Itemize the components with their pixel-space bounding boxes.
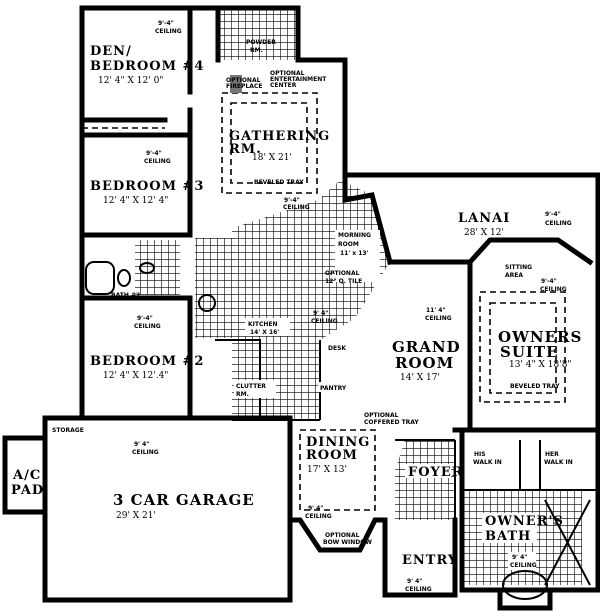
sink-icon — [139, 262, 155, 274]
svg-text:PANTRY: PANTRY — [320, 385, 347, 392]
svg-text:CEILING: CEILING — [311, 318, 338, 325]
svg-text:9' 4": 9' 4" — [407, 578, 422, 585]
svg-text:BATH: BATH — [485, 529, 531, 544]
svg-text:DESK: DESK — [328, 345, 346, 352]
svg-text:OPTIONAL: OPTIONAL — [325, 532, 360, 539]
svg-text:11' x 13': 11' x 13' — [340, 250, 369, 257]
svg-text:CEILING: CEILING — [510, 562, 537, 569]
cooktop-icon — [198, 294, 216, 312]
svg-text:12' 4" X 12'.4": 12' 4" X 12'.4" — [103, 371, 168, 381]
svg-text:CEILING: CEILING — [425, 315, 452, 322]
svg-text:11' 4": 11' 4" — [426, 307, 446, 314]
svg-text:29' X 21': 29' X 21' — [116, 511, 156, 521]
svg-text:9' 4": 9' 4" — [134, 441, 149, 448]
svg-text:14' X 17': 14' X 17' — [400, 373, 440, 383]
svg-text:9' 4": 9' 4" — [308, 505, 323, 512]
foyer-name: FOYER — [408, 465, 464, 480]
gathering-name: GATHERING — [229, 129, 330, 144]
svg-text:BOW WINDOW: BOW WINDOW — [323, 539, 372, 546]
svg-text:CEILING: CEILING — [545, 220, 572, 227]
owners-bath-name: OWNER'S — [485, 514, 564, 529]
svg-text:28' X 12': 28' X 12' — [464, 228, 504, 238]
ac-pad-label: A/C — [12, 468, 41, 483]
svg-text:9'-4": 9'-4" — [545, 211, 561, 218]
bedroom3-name: BEDROOM #3 — [90, 179, 204, 194]
owners-suite-name: OWNERS — [498, 328, 582, 346]
svg-text:WALK IN: WALK IN — [544, 459, 573, 466]
lanai-name: LANAI — [458, 211, 510, 226]
svg-text:18' X 21': 18' X 21' — [252, 153, 292, 163]
svg-text:13' 4" X 18'8": 13' 4" X 18'8" — [509, 360, 572, 370]
svg-text:CEILING: CEILING — [144, 158, 171, 165]
bath2-name: BATH #2 — [111, 292, 140, 299]
svg-text:OPTIONAL: OPTIONAL — [364, 412, 399, 419]
svg-text:COFFERED TRAY: COFFERED TRAY — [364, 419, 419, 426]
svg-text:PAD: PAD — [11, 483, 44, 498]
svg-text:SITTING: SITTING — [505, 264, 532, 271]
kitchen-name: KITCHEN — [248, 321, 278, 328]
svg-text:CENTER: CENTER — [270, 82, 297, 89]
svg-text:17' X 13': 17' X 13' — [307, 465, 347, 475]
room-labels: 9'-4" CEILING DEN/ BEDROOM #4 12' 4" X 1… — [11, 20, 582, 593]
powder-name: POWDER — [246, 39, 276, 46]
svg-text:9'-4": 9'-4" — [284, 197, 300, 204]
svg-text:AREA: AREA — [505, 272, 523, 279]
fixtures — [85, 75, 591, 600]
svg-text:12' 4" X 12' 4": 12' 4" X 12' 4" — [103, 196, 168, 206]
svg-text:OPTIONAL: OPTIONAL — [270, 70, 305, 77]
grand-room-name: GRAND — [392, 338, 461, 356]
svg-text:OPTIONAL: OPTIONAL — [226, 77, 261, 84]
garden-tub-icon — [502, 570, 548, 600]
den-size: 12' 4" X 12' 0" — [98, 76, 163, 86]
toilet-icon — [117, 269, 131, 287]
entry-name: ENTRY — [402, 553, 458, 568]
svg-text:9' 4": 9' 4" — [512, 554, 527, 561]
svg-text:CEILING: CEILING — [155, 28, 182, 35]
svg-text:ROOM: ROOM — [338, 241, 359, 248]
svg-text:HIS: HIS — [474, 451, 486, 458]
svg-text:CEILING: CEILING — [134, 323, 161, 330]
svg-text:9'-4": 9'-4" — [541, 278, 557, 285]
fireplace-icon — [230, 75, 242, 93]
den-name: DEN/ — [90, 44, 132, 59]
svg-text:BEVELED TRAY: BEVELED TRAY — [510, 383, 560, 390]
shower-icon — [544, 499, 591, 586]
svg-text:BEDROOM #4: BEDROOM #4 — [90, 59, 204, 74]
bathtub-icon — [85, 261, 115, 295]
svg-text:RM.: RM. — [229, 142, 262, 157]
svg-text:STORAGE: STORAGE — [52, 427, 84, 434]
svg-text:CEILING: CEILING — [540, 286, 567, 293]
svg-text:ENTERTAINMENT: ENTERTAINMENT — [270, 76, 327, 83]
walls — [2, 5, 600, 611]
svg-text:RM.: RM. — [236, 391, 249, 398]
svg-text:9'-4": 9'-4" — [137, 315, 153, 322]
svg-text:CEILING: CEILING — [283, 204, 310, 211]
svg-text:9' 4": 9' 4" — [313, 310, 328, 317]
svg-text:WALK IN: WALK IN — [473, 459, 502, 466]
svg-text:ROOM: ROOM — [306, 448, 358, 463]
morning-room-name: MORNING — [338, 232, 371, 239]
svg-text:9'-4": 9'-4" — [146, 150, 162, 157]
bedroom2-name: BEDROOM #2 — [90, 354, 204, 369]
clutter-name: CLUTTER — [236, 383, 266, 390]
den-ceiling: 9'-4" — [158, 20, 174, 27]
svg-text:14' X 16': 14' X 16' — [250, 329, 279, 336]
svg-text:SUITE: SUITE — [500, 343, 559, 361]
garage-name: 3 CAR GARAGE — [113, 491, 255, 509]
svg-text:RM.: RM. — [250, 47, 263, 54]
svg-text:HER: HER — [545, 451, 559, 458]
svg-text:CEILING: CEILING — [305, 513, 332, 520]
svg-text:CEILING: CEILING — [405, 586, 432, 593]
ceiling-trays — [82, 92, 566, 511]
svg-text:OPTIONAL: OPTIONAL — [325, 270, 360, 277]
svg-text:ROOM: ROOM — [395, 354, 454, 372]
svg-text:FIREPLACE: FIREPLACE — [226, 83, 262, 90]
dining-room-name: DINING — [306, 435, 370, 450]
svg-text:12" Q. TILE: 12" Q. TILE — [325, 278, 362, 285]
svg-text:CEILING: CEILING — [132, 449, 159, 456]
svg-text:BEVELED TRAY: BEVELED TRAY — [254, 179, 304, 186]
